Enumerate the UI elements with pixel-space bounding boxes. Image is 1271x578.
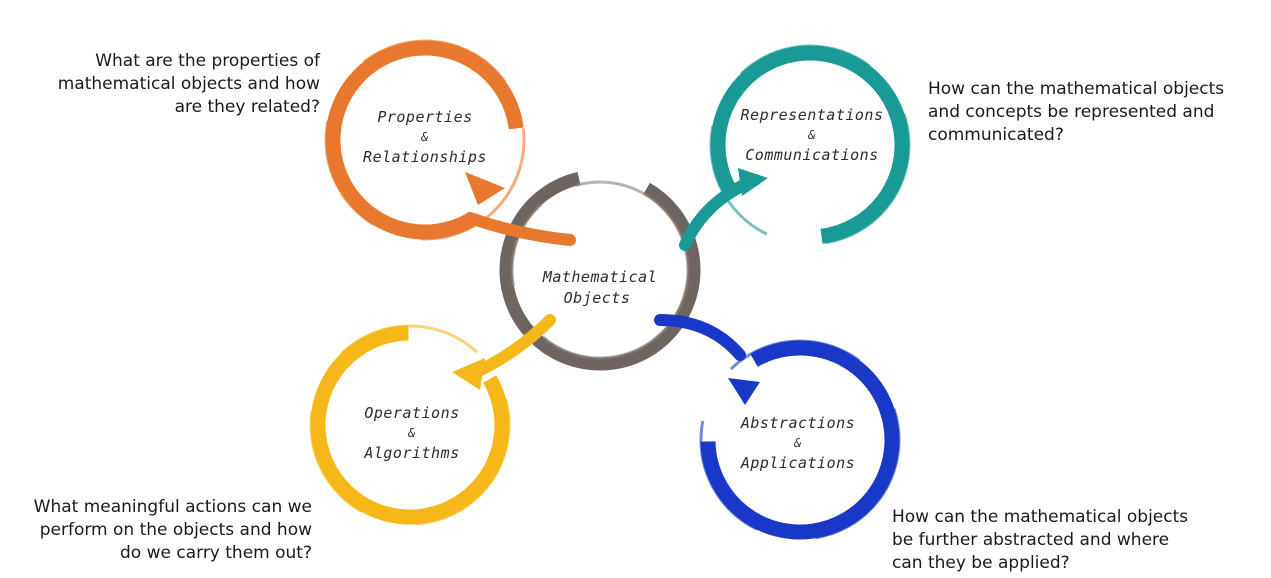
properties-question: What are the properties of mathematical … [57,51,320,117]
properties-label: Properties & Relationships [363,108,487,166]
operations-ring [309,314,556,526]
operations-arrow-icon [452,358,485,390]
representations-question: How can the mathematical objects and con… [928,79,1225,145]
properties-arrow-icon [465,172,505,205]
operations-label-line2: Algorithms [363,444,459,462]
representations-label-amp: & [807,128,816,142]
abstractions-label: Abstractions & Applications [740,414,855,472]
operations-ring-brush [309,324,511,526]
representations-ring [679,44,911,251]
properties-connector [464,212,576,246]
representations-label-line2: Communications [745,146,878,164]
representations-label: Representations & Communications [741,106,884,164]
representations-ring-stroke [710,45,910,245]
representations-label-line1: Representations [741,106,884,124]
properties-ring-brush [324,39,526,241]
center-label: Mathematical Objects [542,268,657,307]
abstractions-connector [654,314,746,361]
center-label-line2: Objects [564,289,631,307]
abstractions-label-line2: Applications [740,454,855,472]
operations-label: Operations & Algorithms [363,404,459,462]
operations-label-line1: Operations [364,404,459,422]
properties-label-amp: & [420,130,429,144]
center-label-line1: Mathematical [542,268,657,286]
center-ring-brush [510,180,690,360]
abstractions-arrow-icon [728,378,760,405]
properties-ring [324,39,576,246]
abstractions-label-amp: & [793,436,802,450]
abstractions-ring-stroke [700,340,900,540]
operations-question: What meaningful actions can we perform o… [33,497,312,563]
properties-label-line2: Relationships [363,148,487,166]
operations-ring-stroke [310,325,510,525]
operations-label-amp: & [407,426,416,440]
abstractions-label-line1: Abstractions [740,414,855,432]
abstractions-ring-brush [699,339,901,541]
properties-label-line1: Properties [377,108,472,126]
abstractions-ring [654,314,901,541]
abstractions-question: How can the mathematical objects be furt… [892,507,1189,573]
representations-arrow-icon [738,168,768,196]
representations-ring-brush [709,44,911,246]
